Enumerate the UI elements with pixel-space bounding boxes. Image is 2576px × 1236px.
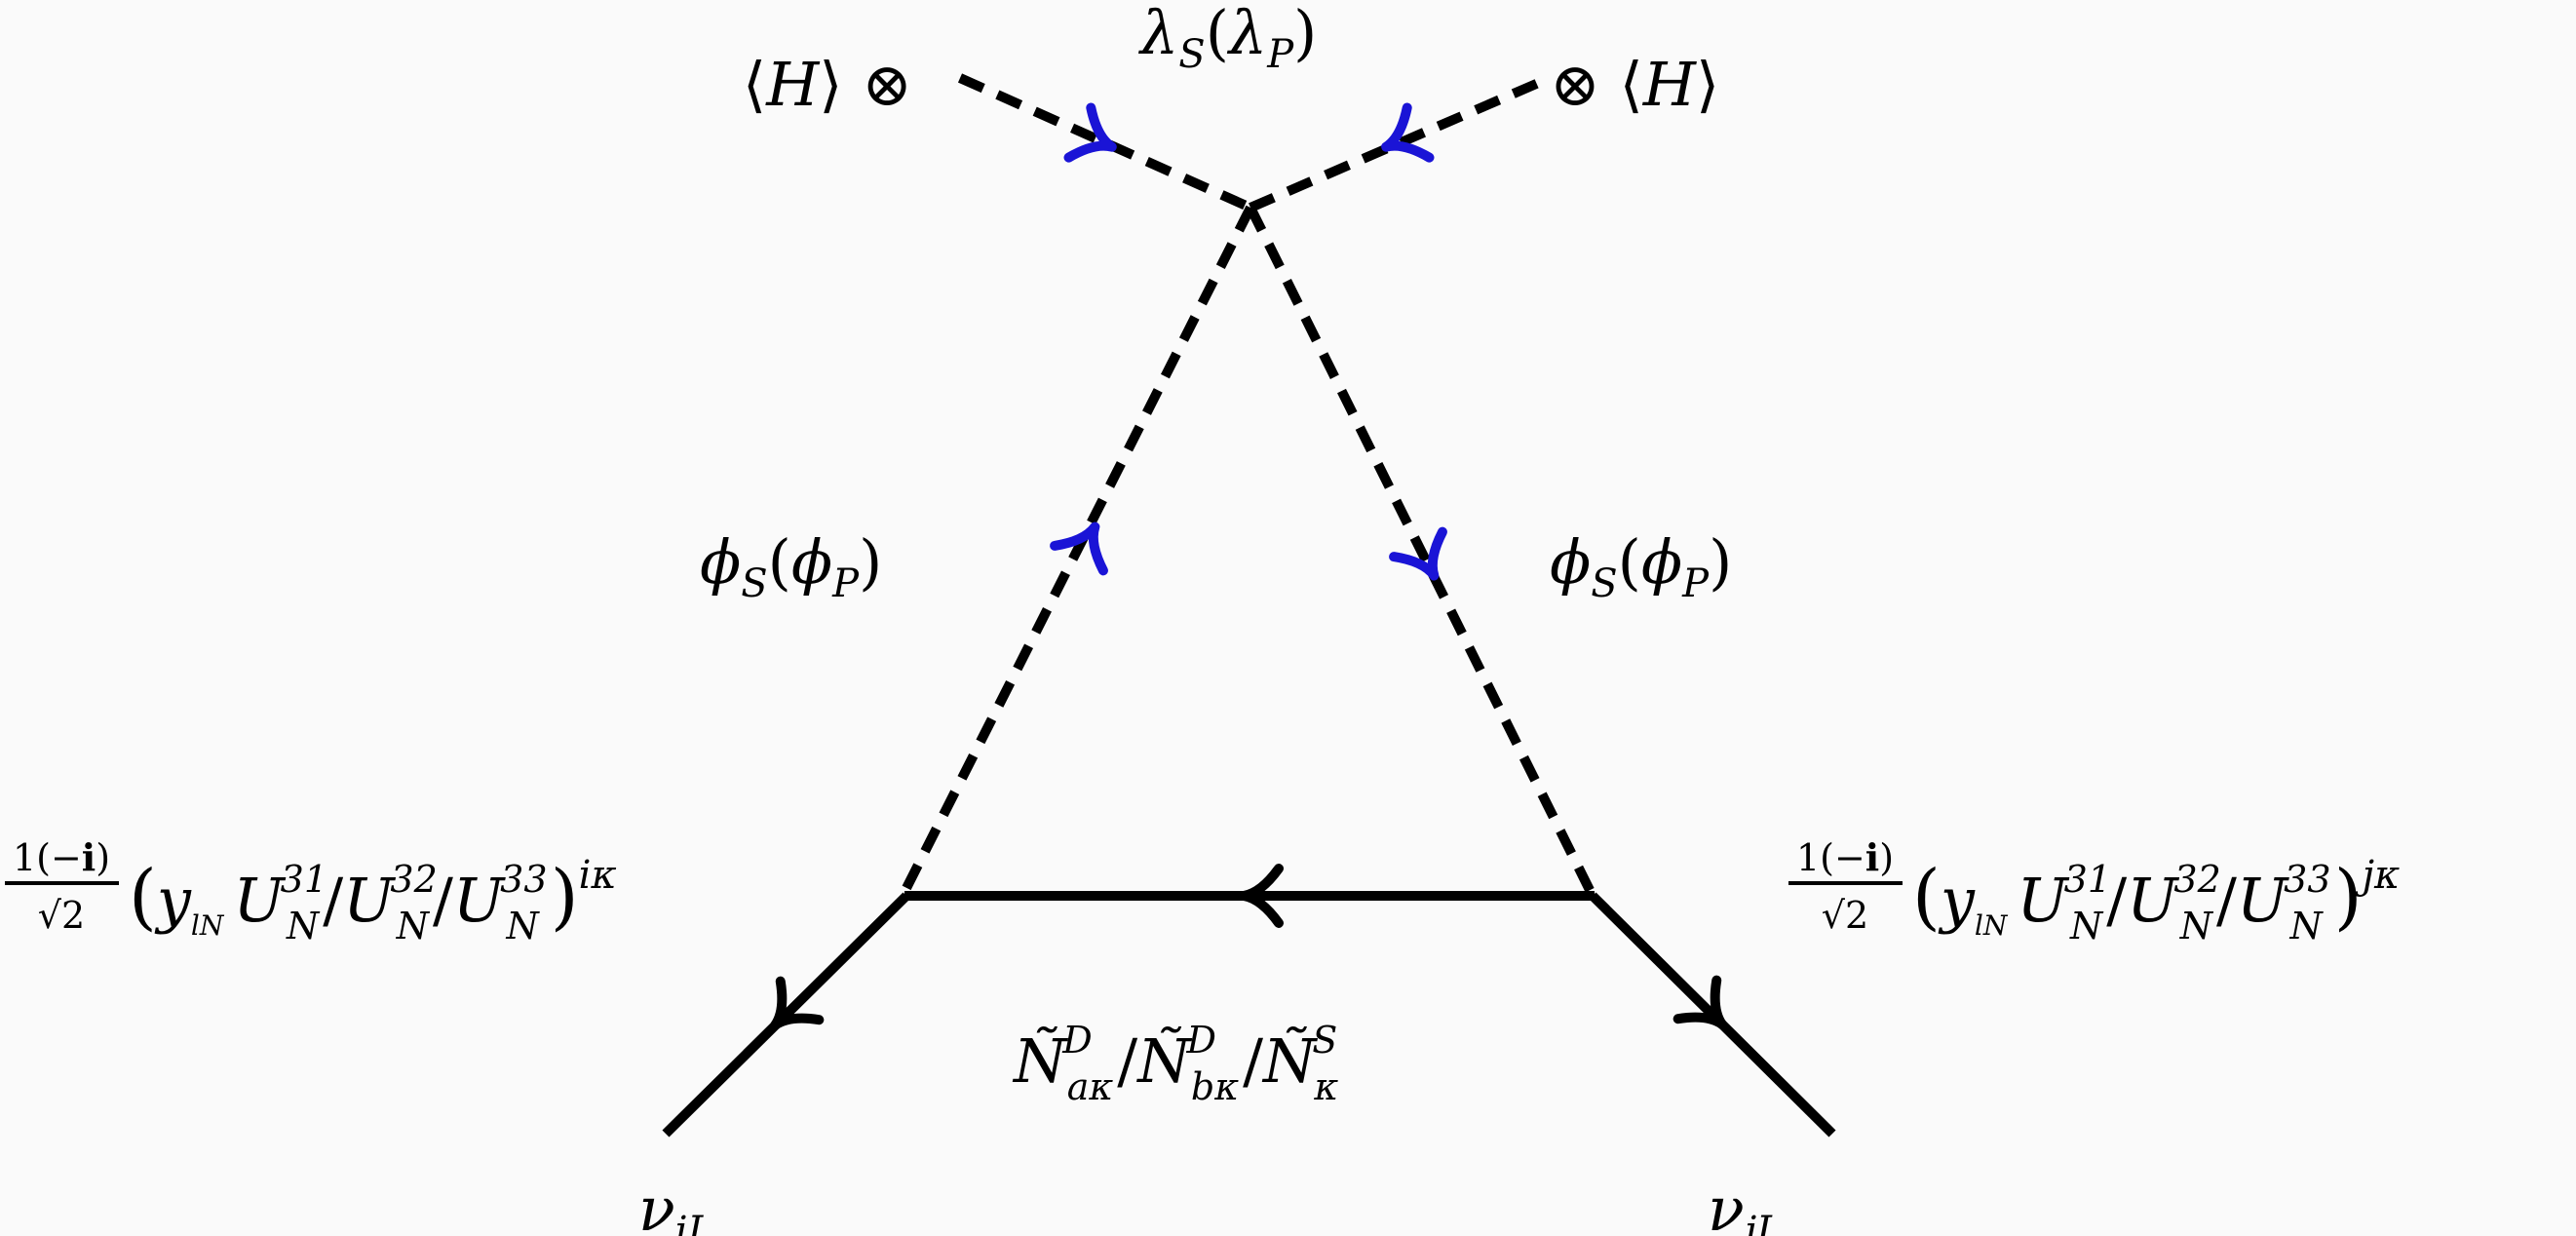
scalar-arrow-higgs-right	[1381, 102, 1435, 163]
higgs-line-left	[957, 73, 1253, 212]
fermion-arrow-right	[1672, 975, 1727, 1029]
higgs-line-right	[1249, 73, 1552, 212]
neutrino-label-left: νiL	[638, 1174, 713, 1236]
scalar-line-right	[1246, 205, 1596, 895]
scalar-arrow-left	[1050, 521, 1108, 576]
fermion-arrow-internal	[1239, 864, 1284, 928]
scalar-arrow-higgs-left	[1063, 102, 1117, 163]
svg-text:1(−i): 1(−i)	[1796, 835, 1894, 879]
fermion-arrow-left	[770, 976, 825, 1030]
fermion-line-left	[662, 892, 910, 1138]
svg-text:√2: √2	[38, 894, 85, 937]
higgs-label-right: ⊗ ⟨H⟩	[1550, 49, 1719, 120]
scalar-label-left: ϕS(ϕP)	[700, 526, 882, 606]
vertex-top-label: λS(λP)	[1137, 0, 1317, 77]
scalar-label-right: ϕS(ϕP)	[1550, 526, 1732, 606]
neutrino-label-right: νjL	[1708, 1174, 1783, 1236]
scalar-line-left	[900, 205, 1255, 895]
svg-text:1(−i): 1(−i)	[13, 835, 110, 879]
higgs-label-left: ⟨H⟩ ⊗	[743, 49, 912, 120]
scalar-arrow-right	[1389, 526, 1447, 581]
svg-text:√2: √2	[1822, 894, 1868, 937]
